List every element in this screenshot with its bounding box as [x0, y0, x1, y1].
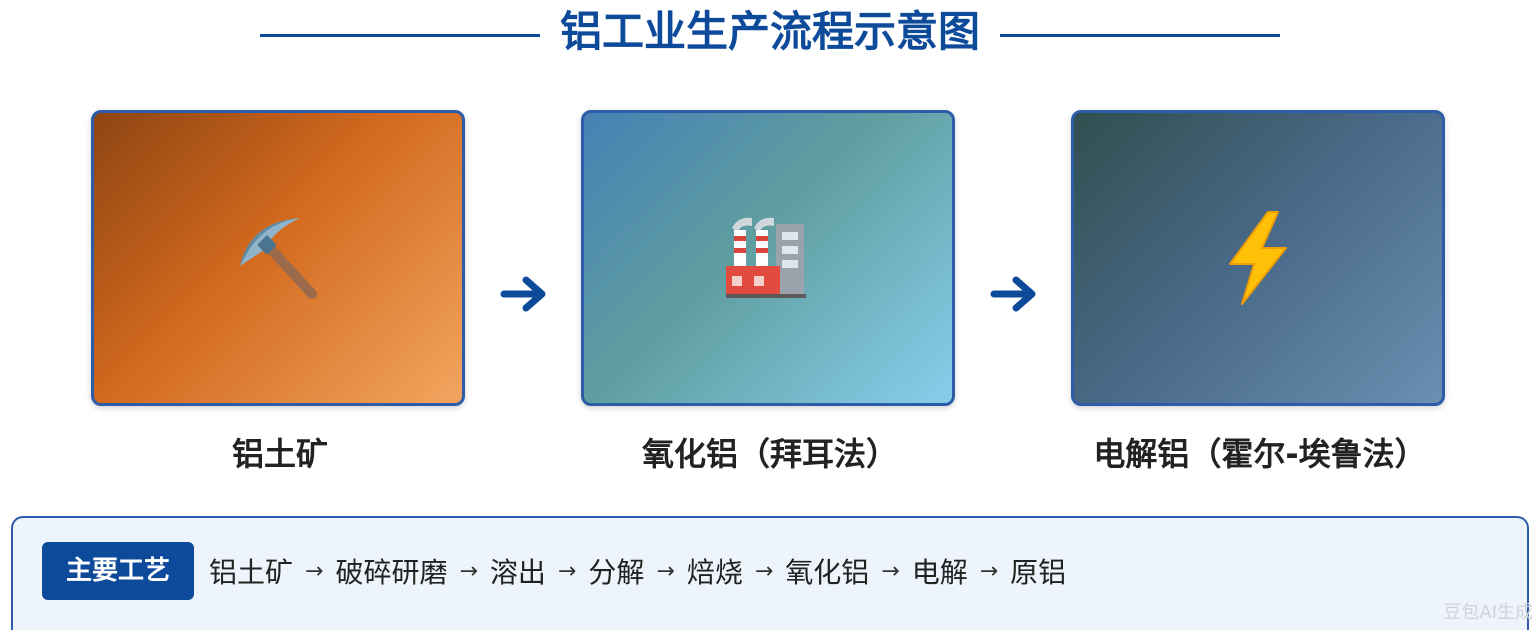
process-steps: 铝土矿 → 破碎研磨 → 溶出 → 分解 → 焙烧 → 氧化铝 → 电解 → 原… [209, 542, 1066, 600]
process-step: 氧化铝 [785, 556, 870, 589]
title-line-left [260, 34, 540, 37]
process-step: 溶出 [489, 556, 546, 589]
process-step: 分解 [588, 556, 645, 589]
lightning-icon [1229, 211, 1287, 305]
page-title: 铝工业生产流程示意图 [559, 7, 980, 56]
stage-label-alumina: 氧化铝（拜耳法） [641, 435, 898, 473]
process-step: 铝土矿 [209, 556, 294, 589]
step-arrow: → [459, 558, 478, 584]
step-arrow: → [881, 558, 900, 584]
process-step: 焙烧 [686, 556, 743, 589]
step-arrow: → [557, 558, 577, 584]
title-line-right [1000, 34, 1280, 37]
process-step: 原铝 [1010, 556, 1067, 589]
process-step: 电解 [911, 556, 968, 589]
arrow-right-icon [500, 276, 546, 312]
factory-icon [726, 217, 806, 298]
pickaxe-icon [240, 218, 317, 299]
process-badge: 主要工艺 [42, 542, 194, 600]
step-arrow: → [656, 558, 675, 584]
stage-label-electrolytic-aluminum: 电解铝（霍尔-埃鲁法） [1093, 435, 1427, 473]
stage-card-alumina [581, 110, 955, 406]
title-row: 铝工业生产流程示意图 [0, 0, 1539, 70]
process-step: 破碎研磨 [335, 556, 448, 589]
arrow-right-icon [990, 276, 1036, 312]
stage-card-bauxite [91, 110, 465, 406]
process-box: 主要工艺 铝土矿 → 破碎研磨 → 溶出 → 分解 → 焙烧 → 氧化铝 → 电… [11, 516, 1529, 630]
stage-label-bauxite: 铝土矿 [231, 435, 328, 473]
step-arrow: → [754, 558, 774, 584]
step-arrow: → [305, 558, 324, 584]
stage-card-electrolytic-aluminum [1071, 110, 1445, 406]
watermark: 豆包AI生成 [1443, 602, 1533, 623]
step-arrow: → [979, 558, 999, 584]
